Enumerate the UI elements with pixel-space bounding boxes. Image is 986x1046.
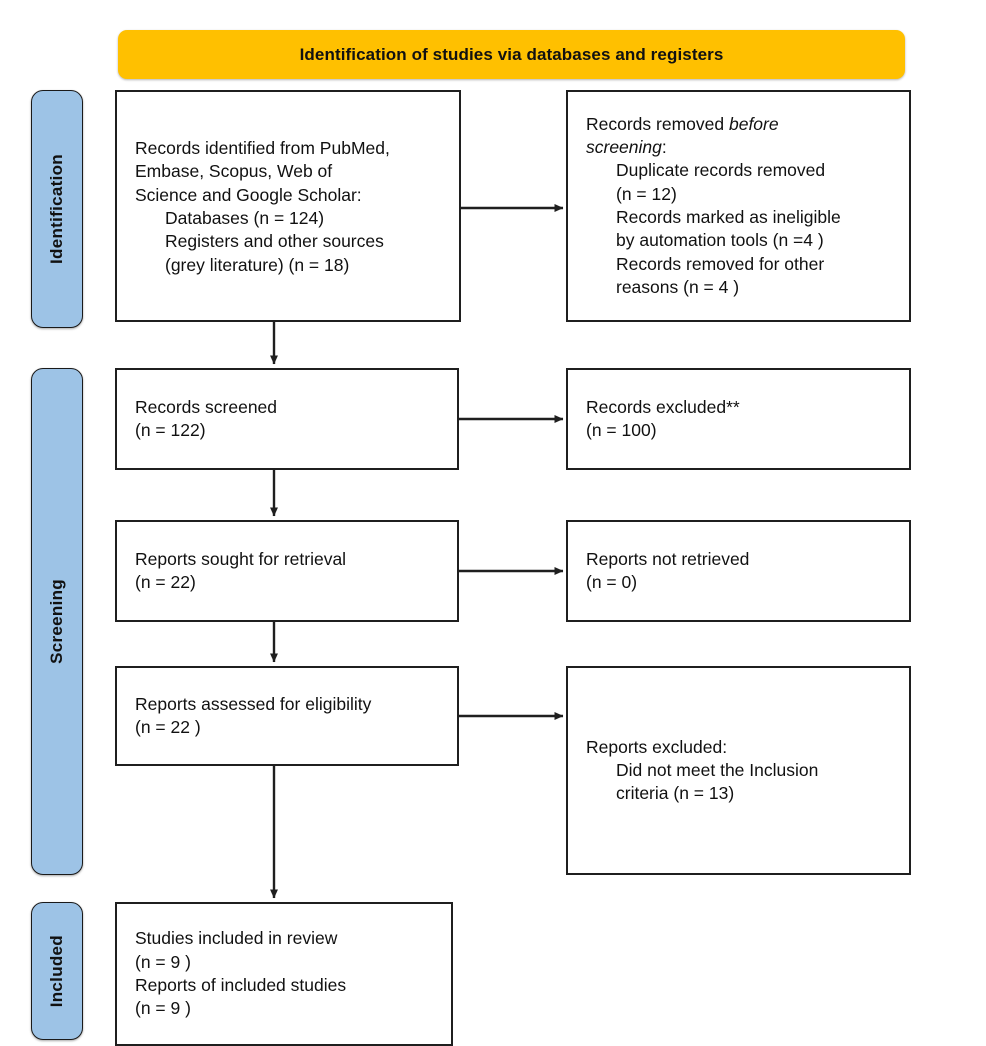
box-records-removed-body: Records removed before screening:Duplicat… xyxy=(568,113,909,299)
text-line: screening: xyxy=(586,137,667,158)
box-records-removed-before-screening: Records removed before screening:Duplicat… xyxy=(566,90,911,322)
box-studies-included-in-review: Studies included in review(n = 9 )Report… xyxy=(115,902,453,1046)
text-line: Studies included in review xyxy=(135,928,338,949)
stage-label-identification-text: Identification xyxy=(47,154,66,264)
box-records-identified: Records identified from PubMed,Embase, S… xyxy=(115,90,461,322)
text-line: Science and Google Scholar: xyxy=(135,184,362,205)
text-line: reasons (n = 4 ) xyxy=(616,276,740,297)
box-records-excluded-body: Records excluded** (n = 100) xyxy=(568,396,909,443)
diagram-title-banner: Identification of studies via databases … xyxy=(118,30,905,79)
text-line: (n = 22 ) xyxy=(135,717,201,737)
text-line: Reports of included studies xyxy=(135,975,347,995)
text-line: (n = 9 ) xyxy=(135,998,191,1019)
text-line: criteria (n = 13) xyxy=(616,783,735,804)
text-line: Reports sought for retrieval xyxy=(135,548,347,569)
stage-label-screening-text: Screening xyxy=(47,579,66,664)
box-reports-excluded: Reports excluded:Did not meet the Inclus… xyxy=(566,666,911,875)
box-records-identified-body: Records identified from PubMed,Embase, S… xyxy=(117,135,459,277)
text-line: Records removed before xyxy=(586,113,779,134)
box-studies-included-body: Studies included in review(n = 9 )Report… xyxy=(117,927,451,1020)
text-line: Did not meet the Inclusion xyxy=(616,759,819,780)
box-reports-sought-body: Reports sought for retrieval (n = 22) xyxy=(117,548,457,595)
text-line: Records excluded** xyxy=(586,396,740,417)
box-reports-not-retrieved-body: Reports not retrieved (n = 0) xyxy=(568,548,909,595)
text-line: (n = 22) xyxy=(135,572,196,592)
box-records-screened: Records screened (n = 122) xyxy=(115,368,459,470)
box-reports-assessed-body: Reports assessed for eligibility (n = 22 … xyxy=(117,693,457,740)
text-line: Registers and other sources xyxy=(165,231,384,252)
text-line: Reports excluded: xyxy=(586,736,728,757)
text-line: by automation tools (n =4 ) xyxy=(616,230,824,251)
text-line: Records removed for other xyxy=(616,253,825,274)
text-line: Records identified from PubMed, xyxy=(135,138,390,159)
text-line: (n = 100) xyxy=(586,420,657,440)
box-reports-not-retrieved: Reports not retrieved (n = 0) xyxy=(566,520,911,622)
box-reports-assessed-for-eligibility: Reports assessed for eligibility (n = 22 … xyxy=(115,666,459,766)
stage-label-included-text: Included xyxy=(47,934,66,1008)
box-records-screened-body: Records screened (n = 122) xyxy=(117,396,457,443)
text-line: Duplicate records removed xyxy=(616,160,826,181)
text-line: Embase, Scopus, Web of xyxy=(135,161,333,182)
text-line: Records marked as ineligible xyxy=(616,207,841,227)
text-line: (n = 0) xyxy=(586,572,638,592)
text-line: (n = 122) xyxy=(135,420,206,440)
text-line: Databases (n = 124) xyxy=(165,208,325,228)
stage-label-included: Included xyxy=(31,902,83,1040)
text-line: Reports not retrieved xyxy=(586,548,750,569)
box-reports-excluded-body: Reports excluded:Did not meet the Inclus… xyxy=(568,736,909,806)
text-line: Reports assessed for eligibility xyxy=(135,693,372,714)
text-line: (n = 9 ) xyxy=(135,951,191,972)
box-records-excluded: Records excluded** (n = 100) xyxy=(566,368,911,470)
text-line: (n = 12) xyxy=(616,183,677,204)
box-reports-sought-for-retrieval: Reports sought for retrieval (n = 22) xyxy=(115,520,459,622)
stage-label-identification: Identification xyxy=(31,90,83,328)
page-title: Identification of studies via databases … xyxy=(299,44,724,64)
text-line: (grey literature) (n = 18) xyxy=(165,254,350,275)
text-line: Records screened xyxy=(135,396,278,417)
stage-label-screening: Screening xyxy=(31,368,83,875)
